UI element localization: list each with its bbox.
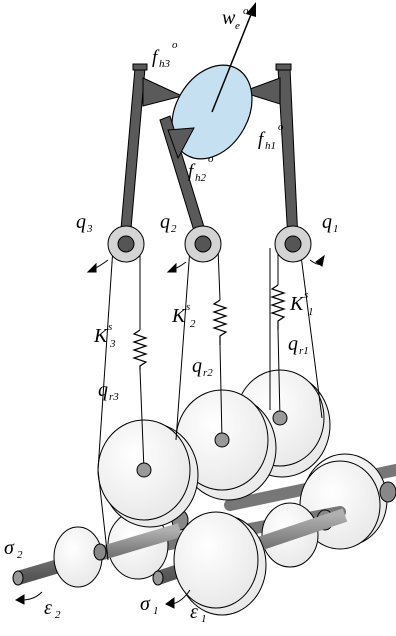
finger-3-link (119, 67, 146, 241)
object-velocity-arrow (211, 2, 256, 113)
label-we: w o e (222, 5, 249, 32)
cable-2-left (175, 247, 191, 441)
label-qr3: q r3 (98, 379, 119, 403)
finger-1-link (277, 67, 299, 241)
spring-3 (132, 329, 148, 370)
label-fh1: f o h1 (258, 121, 284, 152)
finger-1-cap (275, 63, 292, 71)
cable-2-right (217, 247, 221, 301)
hub-r1 (272, 410, 288, 426)
label-sigma1: σ 1 (140, 593, 159, 617)
label-qr1: q r1 (288, 333, 309, 357)
label-q2: q 2 (160, 211, 177, 235)
cable-3-down (97, 469, 109, 561)
label-eps1: ε 1 (190, 601, 207, 625)
label-qr2: q r2 (192, 355, 213, 379)
joint-q2-inner (194, 235, 212, 253)
finger-2-tip (167, 127, 195, 160)
finger-3-cap (132, 63, 148, 71)
hub-sigma2 (93, 543, 107, 561)
cable-1-spring-low (277, 329, 281, 419)
label-fh2: f o h2 (188, 153, 214, 184)
cable-3-right-low (139, 369, 145, 471)
label-ks3: K s 3 (94, 321, 116, 350)
arrow-eps2 (21, 591, 43, 601)
spring-1 (270, 284, 286, 330)
joints (107, 225, 312, 263)
hub-r2 (214, 432, 230, 448)
cable-3-left (97, 247, 114, 471)
springs (132, 284, 286, 370)
rotation-arrows (14, 254, 325, 609)
tendon-cables (97, 247, 323, 561)
shaft-sigma2-end (12, 570, 24, 586)
hub-far-right (379, 481, 396, 503)
label-q1: q 1 (322, 211, 339, 235)
label-eps2: ε 2 (44, 597, 61, 621)
finger-3-tip (142, 77, 184, 107)
cable-2-right-low (219, 344, 223, 441)
label-sigma2: σ 2 (4, 537, 23, 561)
finger-1-tip (240, 77, 281, 105)
pulley-sigma1-front (173, 511, 259, 609)
joint-q3-inner (117, 235, 135, 253)
label-ks2: K s 2 (172, 301, 196, 330)
fingers (119, 63, 299, 241)
cable-1-right (299, 247, 323, 419)
spring-2 (212, 299, 228, 345)
shaft-sigma1-end (152, 570, 164, 586)
pulley-bank (12, 369, 396, 616)
label-fh3: f o h3 (152, 39, 178, 70)
label-q3: q 3 (76, 211, 93, 235)
label-ks1: K s 1 (290, 289, 314, 318)
hub-r3 (136, 462, 152, 478)
finger-2 (159, 115, 209, 245)
joint-q1-inner (284, 235, 302, 253)
